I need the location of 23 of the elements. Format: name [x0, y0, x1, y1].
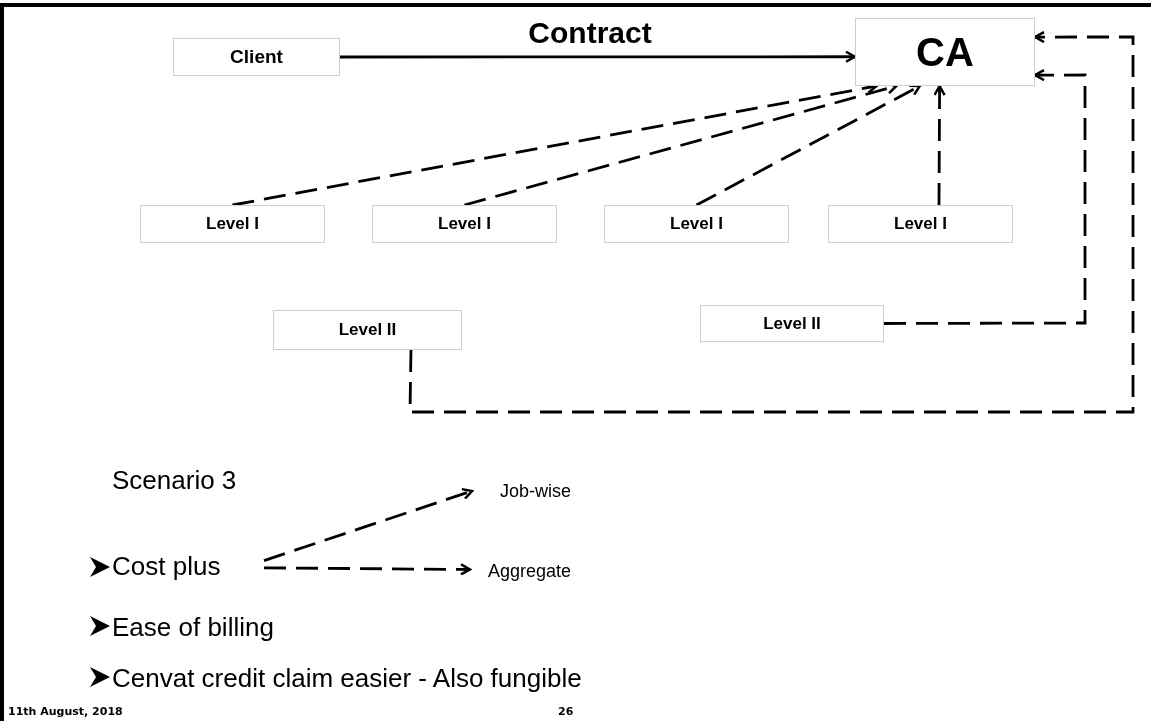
list-text: Cost plus: [112, 548, 264, 584]
list-text: Job-wise: [500, 476, 584, 506]
arrow: [695, 84, 922, 207]
arrow: [933, 84, 946, 205]
footer-date: 11th August, 2018: [8, 706, 123, 717]
process-box: CA: [855, 18, 1035, 86]
process-box: Client: [173, 38, 340, 76]
process-box: Level I: [604, 205, 789, 243]
page-number: 26: [558, 706, 574, 717]
list-text: Aggregate: [488, 556, 588, 586]
arrow: [408, 30, 1135, 414]
process-box: Level I: [140, 205, 325, 243]
arrow: [264, 563, 472, 576]
process-box: Level II: [700, 305, 884, 342]
arrow: [340, 50, 857, 63]
arrow: [263, 487, 474, 562]
process-box: Level II: [273, 310, 462, 350]
bullet-text: Cenvat credit claim easier - Also fungible: [112, 665, 582, 691]
bullet-text: Ease of billing: [112, 614, 274, 640]
process-box: Level I: [828, 205, 1013, 243]
arrow: [884, 68, 1087, 325]
process-box: Level I: [372, 205, 557, 243]
slide-text: Scenario 3: [112, 467, 237, 493]
